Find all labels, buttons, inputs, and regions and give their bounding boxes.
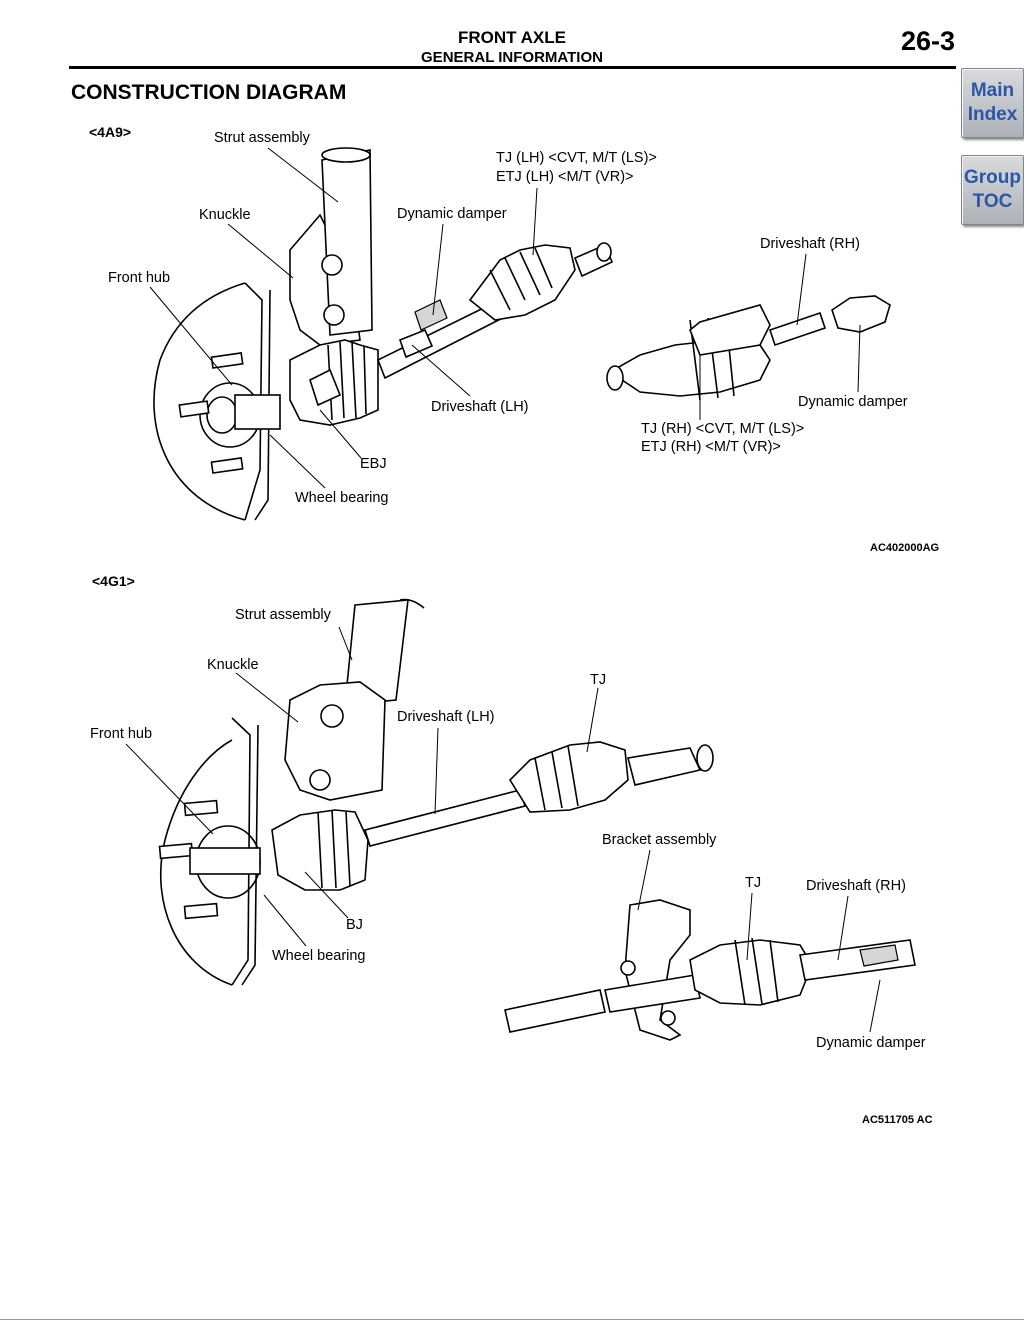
figure-code-4a9-suffix: AG [922, 542, 940, 554]
figure-code-4g1-main: AC511705 [862, 1114, 914, 1126]
label-tj-lh-4g1: TJ [590, 672, 607, 688]
figure-code-4a9-main: AC402000 [870, 542, 923, 554]
label-tj-lh-4a9-line1: TJ (LH) <CVT, M/T (LS)> [496, 150, 657, 166]
group-toc-label-line2: TOC [972, 191, 1013, 212]
label-driveshaft-lh-4a9: Driveshaft (LH) [431, 399, 529, 415]
label-tj-lh-4a9-line2: ETJ (LH) <M/T (VR)> [496, 169, 634, 185]
group-toc-label-line1: Group [964, 167, 1021, 188]
label-front-hub-4a9: Front hub [108, 270, 171, 286]
label-ebj-4a9: EBJ [360, 456, 387, 472]
label-wheel-bearing-4g1: Wheel bearing [272, 948, 366, 964]
label-tj-rh-4a9-line1: TJ (RH) <CVT, M/T (LS)> [641, 421, 805, 437]
header-rule [69, 66, 956, 69]
main-index-label-line2: Index [967, 104, 1018, 125]
label-bracket-assembly-4g1: Bracket assembly [602, 832, 717, 848]
figure-code-4a9: AC402000AG [870, 542, 939, 554]
leader-lines-4g1 [125, 626, 881, 1033]
diagram-4a9-art [153, 147, 891, 521]
label-driveshaft-rh-4g1: Driveshaft (RH) [806, 878, 906, 894]
label-tj-rh-4a9-line2: ETJ (RH) <M/T (VR)> [641, 439, 781, 455]
chapter-title: FRONT AXLE [458, 28, 566, 47]
label-strut-assembly-4g1: Strut assembly [235, 607, 331, 623]
diagram-4g1-art [158, 598, 916, 1041]
label-driveshaft-rh-4a9: Driveshaft (RH) [760, 236, 860, 252]
main-index-label-line1: Main [970, 80, 1015, 101]
label-dynamic-damper-lh-4a9: Dynamic damper [397, 206, 507, 222]
label-knuckle-4g1: Knuckle [207, 657, 259, 673]
label-dynamic-damper-rh-4a9: Dynamic damper [798, 394, 908, 410]
chapter-subtitle: GENERAL INFORMATION [421, 49, 603, 66]
figure-code-4g1: AC511705 AC [862, 1114, 933, 1126]
label-wheel-bearing-4a9: Wheel bearing [295, 490, 389, 506]
page-bottom-edge [0, 1319, 1024, 1320]
variant-4g1-label: <4G1> [92, 573, 135, 589]
label-dynamic-damper-4g1: Dynamic damper [816, 1035, 926, 1051]
label-driveshaft-lh-4g1: Driveshaft (LH) [397, 709, 495, 725]
label-knuckle-4a9: Knuckle [199, 207, 251, 223]
group-toc-button[interactable]: Group TOC [961, 155, 1024, 225]
leader-lines-4a9 [149, 147, 861, 489]
label-strut-assembly-4a9: Strut assembly [214, 130, 310, 146]
variant-4a9-label: <4A9> [89, 124, 132, 140]
label-tj-rh-4g1: TJ [745, 875, 762, 891]
label-bj-4g1: BJ [346, 917, 363, 933]
page-number: 26-3 [900, 26, 955, 56]
label-front-hub-4g1: Front hub [90, 726, 153, 742]
section-title: CONSTRUCTION DIAGRAM [71, 81, 347, 104]
figure-code-4g1-suffix: AC [916, 1114, 933, 1126]
